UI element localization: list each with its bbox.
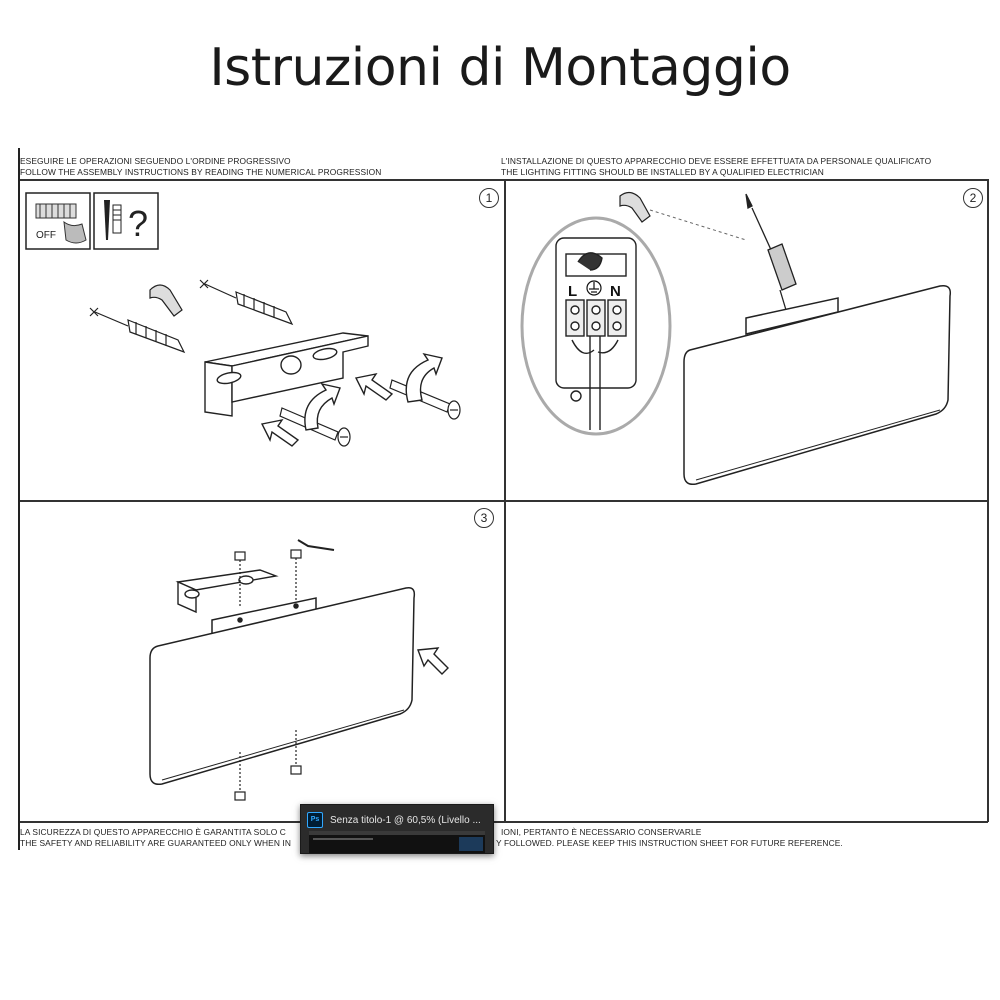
footer-left-en: THE SAFETY AND RELIABILITY ARE GUARANTEE… — [20, 838, 291, 848]
step-1-number: 1 — [479, 188, 499, 208]
guide-dashed-line — [649, 209, 747, 241]
lamp-panel-step3 — [149, 586, 416, 786]
header-right-it: L'INSTALLAZIONE DI QUESTO APPARECCHIO DE… — [501, 156, 932, 166]
terminal-L-label: L — [568, 283, 577, 300]
cable-clip — [149, 284, 183, 317]
step-3-number: 3 — [474, 508, 494, 528]
header-left-it: ESEGUIRE LE OPERAZIONI SEGUENDO L'ORDINE… — [20, 156, 291, 166]
footer-left-it: LA SICUREZZA DI QUESTO APPARECCHIO È GAR… — [20, 827, 286, 837]
lamp-panel-step2 — [683, 284, 952, 486]
screw-2 — [389, 379, 461, 420]
push-arrow-step3 — [417, 647, 449, 675]
footer-right-it: IONI, PERTANTO È NECESSARIO CONSERVARLE — [501, 827, 702, 837]
tools-icon: ? — [93, 192, 159, 250]
terminal-N-label: N — [610, 283, 621, 300]
footer-right-en: Y FOLLOWED. PLEASE KEEP THIS INSTRUCTION… — [496, 838, 843, 848]
grub-screw-top-right — [290, 549, 302, 604]
allen-key — [297, 539, 335, 551]
header-left-en: FOLLOW THE ASSEMBLY INSTRUCTIONS BY READ… — [20, 167, 382, 177]
screwdriver — [745, 193, 797, 311]
terminal-block — [555, 237, 637, 430]
grid-line-right — [987, 179, 989, 822]
photoshop-window-label: Senza titolo-1 @ 60,5% (Livello ... — [330, 814, 481, 826]
switch-off-label: OFF — [36, 230, 56, 241]
earth-symbol-icon — [586, 280, 602, 296]
bracket-step3 — [175, 569, 279, 614]
grub-screw-bottom-left — [234, 752, 246, 801]
grub-screw-top-left — [234, 551, 246, 606]
photoshop-app-icon: Ps — [307, 812, 323, 828]
photoshop-thumbnail — [309, 831, 485, 853]
wall-plug-1 — [89, 307, 186, 354]
sheet-left-rule — [18, 148, 20, 850]
page-title: Istruzioni di Montaggio — [209, 38, 791, 98]
photoshop-window-preview[interactable]: Ps Senza titolo-1 @ 60,5% (Livello ... — [300, 804, 494, 854]
push-arrow-1 — [260, 418, 300, 447]
rotate-arrow-2 — [405, 352, 443, 403]
rotate-arrow-1 — [304, 382, 341, 431]
cable-clip-step2 — [619, 191, 651, 223]
push-arrow-2 — [354, 372, 394, 401]
step-2-number: 2 — [963, 188, 983, 208]
mounting-bracket — [204, 332, 369, 417]
question-mark: ? — [128, 203, 148, 244]
wall-plug-2 — [199, 279, 294, 326]
power-off-icon: OFF — [25, 192, 91, 250]
header-right-en: THE LIGHTING FITTING SHOULD BE INSTALLED… — [501, 167, 824, 177]
grub-screw-bottom-right — [290, 730, 302, 775]
grid-line-vertical — [504, 179, 506, 822]
